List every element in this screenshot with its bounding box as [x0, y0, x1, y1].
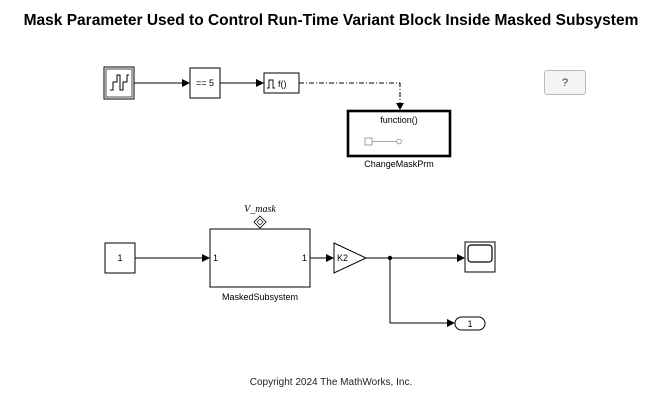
copyright-notice: Copyright 2024 The MathWorks, Inc. — [249, 377, 413, 388]
scope-block[interactable] — [464, 241, 496, 273]
help-button[interactable]: ? — [544, 70, 586, 95]
gain-label: K2 — [337, 253, 348, 263]
function-call-line[interactable] — [299, 82, 401, 108]
function-block[interactable]: function() — [346, 109, 452, 158]
masked-subsystem-block[interactable]: 1 1 — [209, 228, 311, 288]
pulse-icon — [267, 79, 275, 89]
variant-condition-label: V_mask — [244, 204, 276, 215]
constant-block[interactable]: 1 — [104, 242, 136, 274]
function-call-generator-block[interactable]: f() — [263, 72, 300, 94]
trigger-label: f() — [278, 79, 287, 89]
port-square-icon — [364, 137, 373, 146]
subsystem-out-port-label: 1 — [302, 253, 307, 263]
variant-diamond-icon — [253, 215, 267, 229]
staircase-icon — [110, 74, 129, 91]
branch-signal-line[interactable] — [389, 258, 455, 327]
constant-value: 1 — [117, 253, 122, 263]
function-label: function() — [380, 115, 418, 125]
subsystem-name: MaskedSubsystem — [222, 292, 298, 302]
outport-label: 1 — [467, 319, 472, 329]
scope-screen-icon — [467, 244, 493, 263]
diagram-title: Mask Parameter Used to Control Run-Time … — [23, 12, 639, 29]
port-circle-icon — [396, 138, 402, 145]
outport-block[interactable]: 1 — [454, 316, 486, 331]
compare-label: == 5 — [196, 78, 214, 88]
arrowhead — [396, 103, 404, 110]
function-block-name: ChangeMaskPrm — [364, 159, 434, 169]
compare-to-constant-block[interactable]: == 5 — [189, 67, 221, 99]
gain-block[interactable]: K2 — [333, 242, 368, 274]
repeating-stair-block[interactable] — [103, 66, 135, 100]
subsystem-in-port-label: 1 — [213, 253, 218, 263]
